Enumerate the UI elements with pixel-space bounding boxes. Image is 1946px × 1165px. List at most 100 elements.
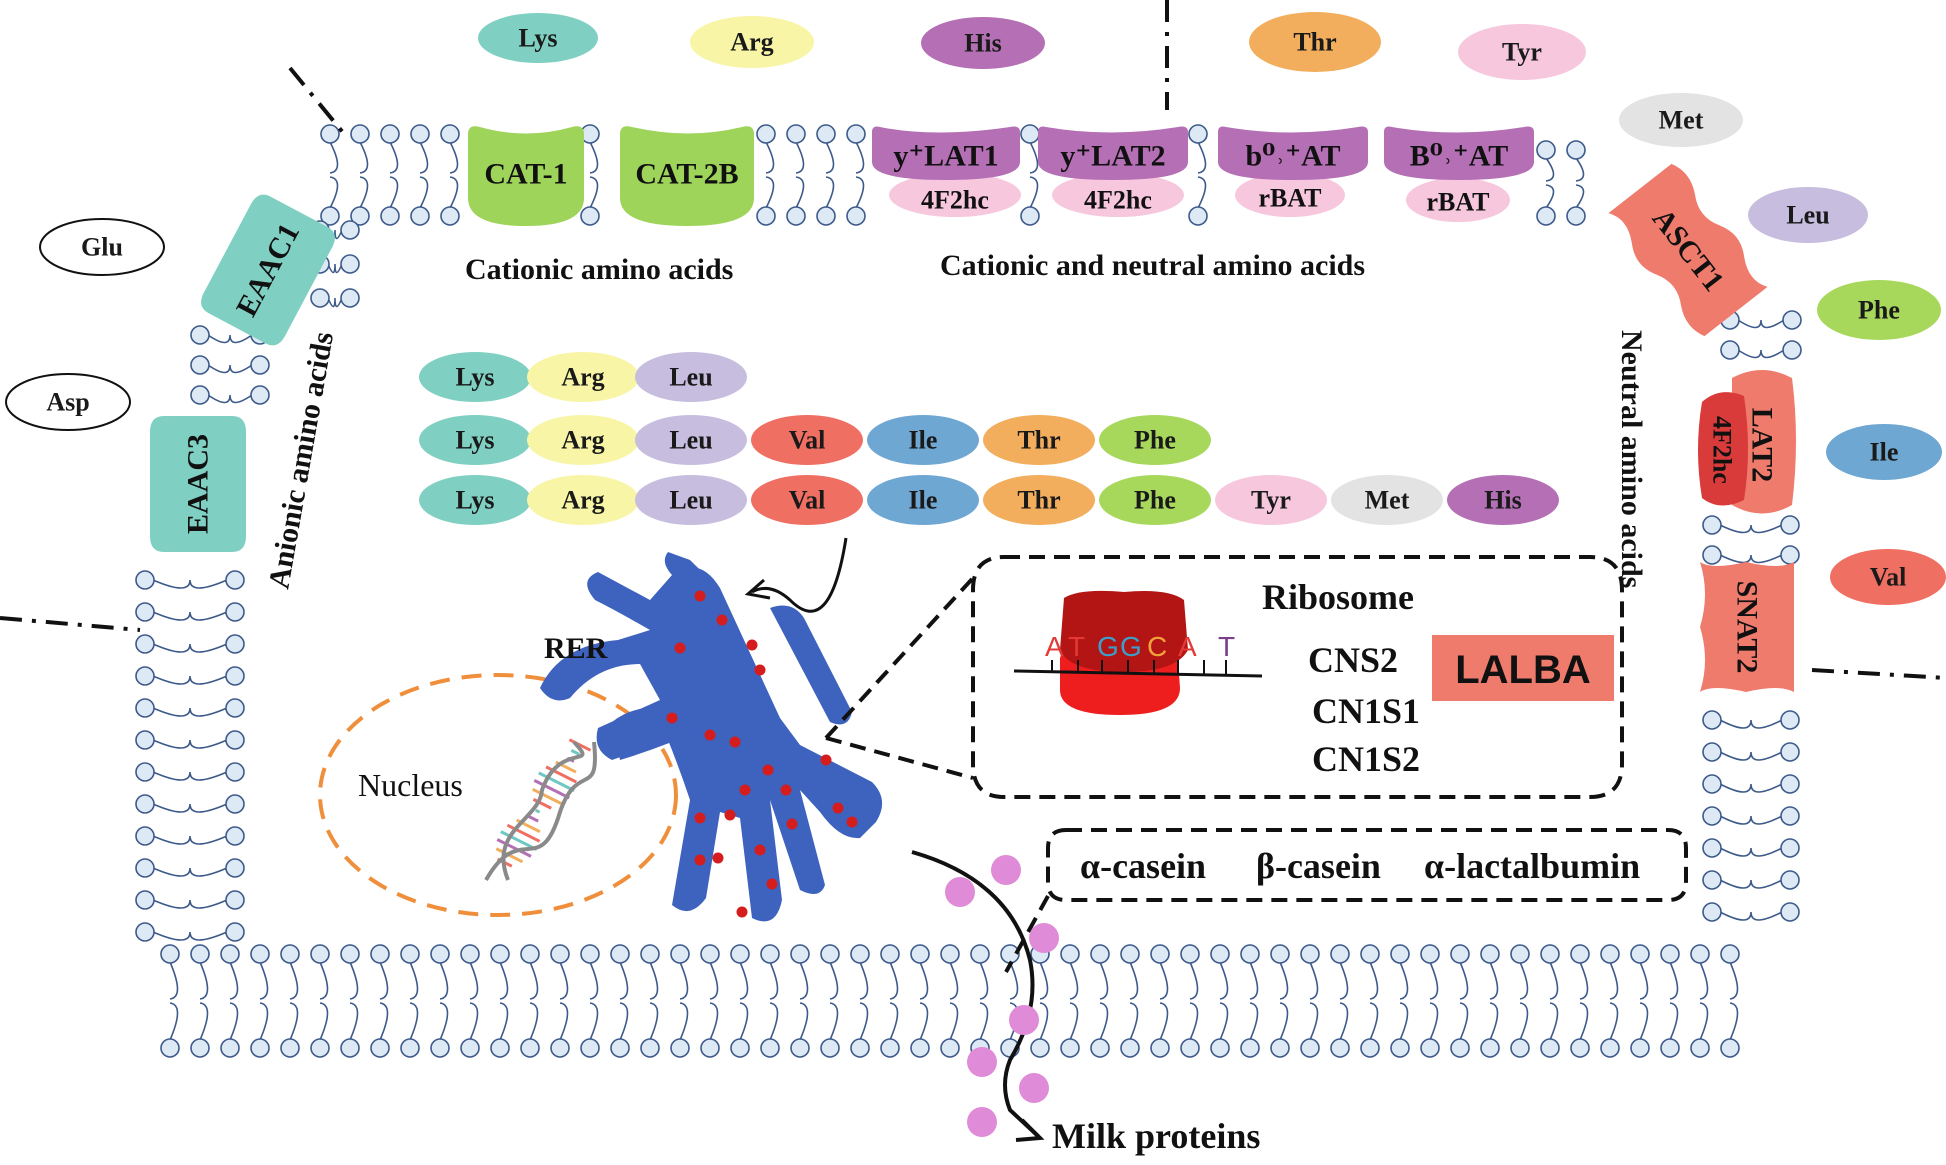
- svg-text:LAT2: LAT2: [1746, 408, 1779, 482]
- lipid: [440, 124, 460, 226]
- svg-text:Thr: Thr: [1017, 486, 1060, 515]
- caption-cationic: Cationic amino acids: [465, 253, 733, 286]
- svg-text:Arg: Arg: [561, 363, 604, 392]
- aa-glu-outside: Glu: [39, 218, 165, 276]
- aa-inside-arg: Arg: [527, 415, 639, 465]
- lipid: [1180, 944, 1200, 1058]
- svg-text:C: C: [1147, 631, 1167, 662]
- aa-arg-outside: Arg: [690, 16, 814, 68]
- lipid: [190, 385, 270, 405]
- svg-text:A: A: [1045, 631, 1064, 662]
- aa-tyr-outside: Tyr: [1458, 24, 1586, 80]
- aa-met-outside: Met: [1619, 93, 1743, 147]
- svg-text:Val: Val: [789, 486, 826, 515]
- region-separators: [0, 0, 1946, 680]
- gene-cn1s2: CN1S2: [1312, 739, 1420, 779]
- svg-text:Phe: Phe: [1858, 296, 1900, 325]
- lipid: [190, 355, 270, 375]
- svg-text:Ile: Ile: [909, 486, 938, 515]
- svg-text:T: T: [1218, 631, 1235, 662]
- svg-text:4F2hc: 4F2hc: [1084, 186, 1152, 215]
- aa-phe-outside: Phe: [1817, 280, 1941, 340]
- lipid: [670, 944, 690, 1058]
- gene-list: CNS2 CN1S1 CN1S2: [1308, 640, 1420, 779]
- svg-text:B⁰˒⁺AT: B⁰˒⁺AT: [1410, 140, 1508, 173]
- svg-text:Tyr: Tyr: [1251, 486, 1291, 515]
- lipid: [410, 124, 430, 226]
- lipid: [460, 944, 480, 1058]
- lipid: [1720, 340, 1802, 360]
- svg-text:Phe: Phe: [1134, 486, 1176, 515]
- lipid: [550, 944, 570, 1058]
- lipid: [1030, 944, 1050, 1058]
- lipid: [580, 944, 600, 1058]
- transporter-eaac1: EAAC1: [201, 194, 335, 346]
- lipid: [1480, 944, 1500, 1058]
- lipid: [220, 944, 240, 1058]
- aa-inside-ile: Ile: [867, 415, 979, 465]
- transporter-eaac3: EAAC3: [150, 416, 246, 552]
- svg-text:rBAT: rBAT: [1426, 188, 1489, 217]
- lipid: [135, 666, 245, 686]
- translation-callout: [824, 555, 1624, 799]
- transporter-snat2: SNAT2: [1700, 562, 1794, 692]
- protein-beta-casein: β-casein: [1256, 846, 1381, 886]
- lipid: [790, 944, 810, 1058]
- lipid: [1540, 944, 1560, 1058]
- proteins-callout: [1004, 828, 1688, 973]
- nucleus-label: Nucleus: [358, 767, 463, 803]
- transporter-ylat1: y⁺LAT1 4F2hc: [872, 126, 1021, 217]
- lipid: [756, 124, 776, 226]
- lipid: [135, 730, 245, 750]
- protein-alpha-casein: α-casein: [1080, 846, 1206, 886]
- aa-inside-val: Val: [751, 475, 863, 525]
- svg-text:Arg: Arg: [561, 426, 604, 455]
- aa-inside-lys: Lys: [419, 415, 531, 465]
- lipid: [1510, 944, 1530, 1058]
- aa-inside-arg: Arg: [527, 475, 639, 525]
- aa-his-outside: His: [921, 17, 1045, 69]
- aa-inside-leu: Leu: [635, 415, 747, 465]
- transporter-ylat2: y⁺LAT2 4F2hc: [1038, 126, 1188, 217]
- milk-proteins-label: Milk proteins: [1052, 1116, 1260, 1156]
- svg-text:Thr: Thr: [1293, 28, 1336, 57]
- caption-anionic: Anionic amino acids: [262, 329, 340, 591]
- lipid: [135, 858, 245, 878]
- lipid: [580, 124, 600, 226]
- gene-cns2: CNS2: [1308, 640, 1398, 680]
- aa-inside-phe: Phe: [1099, 475, 1211, 525]
- lipid: [970, 944, 990, 1058]
- svg-text:Tyr: Tyr: [1502, 38, 1542, 67]
- svg-text:Arg: Arg: [730, 28, 773, 57]
- svg-text:G: G: [1097, 631, 1119, 662]
- lipid: [400, 944, 420, 1058]
- svg-text:Lys: Lys: [455, 486, 494, 515]
- lipid: [135, 570, 245, 590]
- transporter-cat2b: CAT-2B: [620, 126, 754, 226]
- lipid: [380, 124, 400, 226]
- svg-text:Met: Met: [1659, 106, 1704, 135]
- svg-text:T: T: [1068, 631, 1085, 662]
- lipid: [1420, 944, 1440, 1058]
- svg-text:Leu: Leu: [1786, 201, 1829, 230]
- lipid: [1702, 515, 1800, 535]
- transporter-asct1: ASCT1: [1608, 163, 1768, 337]
- lipid: [610, 944, 630, 1058]
- aa-inside-arg: Arg: [527, 352, 639, 402]
- gene-cn1s1: CN1S1: [1312, 691, 1420, 731]
- lipid: [1570, 944, 1590, 1058]
- lipid: [1390, 944, 1410, 1058]
- svg-text:Phe: Phe: [1134, 426, 1176, 455]
- svg-text:LALBA: LALBA: [1455, 648, 1591, 692]
- ribosome-dots: [666, 590, 858, 918]
- lipid: [730, 944, 750, 1058]
- svg-text:Glu: Glu: [81, 233, 123, 262]
- svg-text:Leu: Leu: [669, 486, 712, 515]
- uptake-arrow: [744, 537, 848, 613]
- lipid: [1600, 944, 1620, 1058]
- outside-amino-acids: Lys Arg His Thr Tyr Met Leu Phe Ile Val …: [5, 12, 1946, 605]
- aa-inside-ile: Ile: [867, 475, 979, 525]
- lipid: [135, 602, 245, 622]
- lipid: [370, 944, 390, 1058]
